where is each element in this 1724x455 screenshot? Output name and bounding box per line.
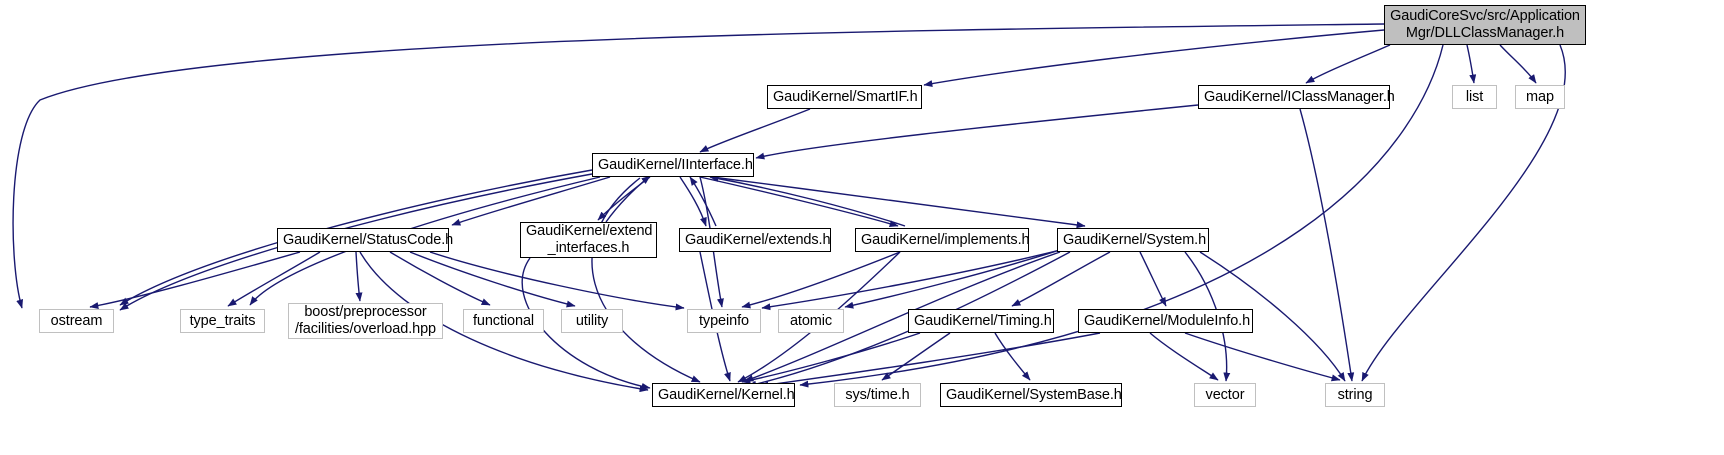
graph-node-utility[interactable]: utility xyxy=(561,309,623,333)
graph-node-label: ostream xyxy=(50,312,103,329)
graph-node-label: GaudiKernel/SystemBase.h xyxy=(946,386,1122,403)
graph-edge-root-to-map xyxy=(1499,44,1537,84)
graph-node-label: GaudiKernel/StatusCode.h xyxy=(283,231,454,248)
graph-edge-system-to-kernel xyxy=(744,251,1061,382)
graph-node-atomic[interactable]: atomic xyxy=(778,309,844,333)
graph-node-kernel[interactable]: GaudiKernel/Kernel.h xyxy=(652,383,795,407)
graph-edge-root-to-list xyxy=(1466,44,1477,84)
graph-edge-statuscode-to-ostream xyxy=(89,251,301,309)
graph-edge-system-to-timing xyxy=(1011,251,1111,307)
graph-node-label: GaudiKernel/extends.h xyxy=(685,231,831,248)
graph-edge-iinterface-to-implements xyxy=(699,176,899,228)
graph-node-label: GaudiKernel/SmartIF.h xyxy=(773,88,918,105)
graph-edge-iinterface-to-system xyxy=(711,176,1086,229)
graph-edge-system-to-string xyxy=(1199,251,1346,382)
graph-node-typeinfo[interactable]: typeinfo xyxy=(687,309,761,333)
graph-edge-iinterface-to-statuscode xyxy=(451,176,611,226)
graph-edge-iinterface-to-kernel xyxy=(591,177,701,383)
graph-node-label: typeinfo xyxy=(699,312,749,329)
graph-edge-extendif-to-kernel xyxy=(521,257,651,390)
graph-edge-iclassmgr-to-string xyxy=(1299,108,1355,382)
graph-node-iinterface[interactable]: GaudiKernel/IInterface.h xyxy=(592,153,754,177)
graph-edge-implements-to-typeinfo xyxy=(741,251,901,309)
graph-node-label: type_traits xyxy=(189,312,256,329)
graph-node-smartif[interactable]: GaudiKernel/SmartIF.h xyxy=(767,85,922,109)
graph-edge-iclassmgr-to-iinterface xyxy=(755,104,1199,160)
graph-node-label: sys/time.h xyxy=(845,386,910,403)
graph-node-label: list xyxy=(1465,88,1484,105)
graph-node-label: GaudiKernel/Kernel.h xyxy=(658,386,795,403)
graph-edge-moduleinfo-to-vector xyxy=(1149,332,1219,381)
graph-node-list[interactable]: list xyxy=(1452,85,1497,109)
graph-edge-root-to-smartif xyxy=(923,29,1385,88)
graph-node-functional[interactable]: functional xyxy=(463,309,544,333)
graph-node-label: functional xyxy=(472,312,535,329)
graph-node-type_traits[interactable]: type_traits xyxy=(180,309,265,333)
graph-node-implements[interactable]: GaudiKernel/implements.h xyxy=(855,228,1030,252)
graph-node-string[interactable]: string xyxy=(1325,383,1385,407)
graph-node-extendif[interactable]: GaudiKernel/extend _interfaces.h xyxy=(520,222,657,258)
graph-edge-extends-to-iinterface xyxy=(689,176,717,227)
graph-node-map[interactable]: map xyxy=(1515,85,1565,109)
graph-edge-iinterface-to-extends xyxy=(679,176,707,227)
graph-edge-statuscode-to-kernel xyxy=(359,251,649,393)
graph-node-label: GaudiKernel/ModuleInfo.h xyxy=(1084,312,1251,329)
graph-edge-timing-to-systime xyxy=(881,332,951,381)
graph-node-label: GaudiKernel/System.h xyxy=(1063,231,1207,248)
graph-node-systime[interactable]: sys/time.h xyxy=(834,383,921,407)
graph-node-label: GaudiCoreSvc/src/Application Mgr/DLLClas… xyxy=(1390,8,1580,41)
graph-node-label: GaudiKernel/implements.h xyxy=(861,231,1030,248)
graph-edge-smartif-to-iinterface xyxy=(699,108,811,153)
graph-node-vector[interactable]: vector xyxy=(1194,383,1256,407)
graph-node-iclassmgr[interactable]: GaudiKernel/IClassManager.h xyxy=(1198,85,1395,109)
graph-node-system[interactable]: GaudiKernel/System.h xyxy=(1057,228,1209,252)
graph-edge-moduleinfo-to-kernel xyxy=(759,332,1101,389)
graph-node-label: GaudiKernel/IClassManager.h xyxy=(1204,88,1395,105)
graph-node-label: GaudiKernel/Timing.h xyxy=(914,312,1052,329)
graph-node-label: GaudiKernel/extend _interfaces.h xyxy=(526,223,653,256)
graph-node-extends[interactable]: GaudiKernel/extends.h xyxy=(679,228,831,252)
graph-edge-statuscode-to-typeinfo xyxy=(429,251,685,311)
graph-edge-iinterface-to-extendif xyxy=(597,176,651,221)
graph-node-label: string xyxy=(1337,386,1373,403)
graph-edge-system-to-atomic xyxy=(844,249,1061,309)
graph-node-label: boost/preprocessor /facilities/overload.… xyxy=(294,304,437,337)
graph-edge-extendif-to-iinterface xyxy=(605,175,651,223)
graph-edge-statuscode-to-functional xyxy=(389,251,491,306)
graph-edge-statuscode-to-type_traits xyxy=(227,251,321,307)
graph-edge-statuscode-to-boostpp xyxy=(355,251,363,302)
graph-edge-root-to-ostream xyxy=(12,23,1385,309)
graph-edge-statuscode-to-utility xyxy=(409,251,576,308)
graph-edge-timing-to-systembase xyxy=(994,332,1031,381)
graph-node-statuscode[interactable]: GaudiKernel/StatusCode.h xyxy=(277,228,454,252)
graph-node-ostream[interactable]: ostream xyxy=(39,309,114,333)
graph-edge-root-to-kernel xyxy=(799,44,1444,388)
graph-edge-system-to-typeinfo xyxy=(761,249,1061,311)
graph-node-systembase[interactable]: GaudiKernel/SystemBase.h xyxy=(940,383,1122,407)
graph-edge-root-to-iclassmgr xyxy=(1305,44,1391,84)
graph-node-label: utility xyxy=(575,312,609,329)
graph-edge-implements-to-iinterface xyxy=(709,175,906,227)
graph-node-label: vector xyxy=(1205,386,1245,403)
graph-node-timing[interactable]: GaudiKernel/Timing.h xyxy=(908,309,1054,333)
graph-node-label: GaudiKernel/IInterface.h xyxy=(598,156,753,173)
graph-edge-system-to-moduleinfo xyxy=(1139,251,1167,307)
graph-node-root[interactable]: GaudiCoreSvc/src/Application Mgr/DLLClas… xyxy=(1384,5,1586,45)
graph-node-boostpp[interactable]: boost/preprocessor /facilities/overload.… xyxy=(288,303,443,339)
graph-edge-timing-to-kernel xyxy=(741,332,921,384)
graph-node-label: atomic xyxy=(789,312,833,329)
graph-edge-moduleinfo-to-string xyxy=(1184,332,1341,382)
graph-node-label: map xyxy=(1526,88,1554,105)
graph-node-moduleinfo[interactable]: GaudiKernel/ModuleInfo.h xyxy=(1078,309,1253,333)
